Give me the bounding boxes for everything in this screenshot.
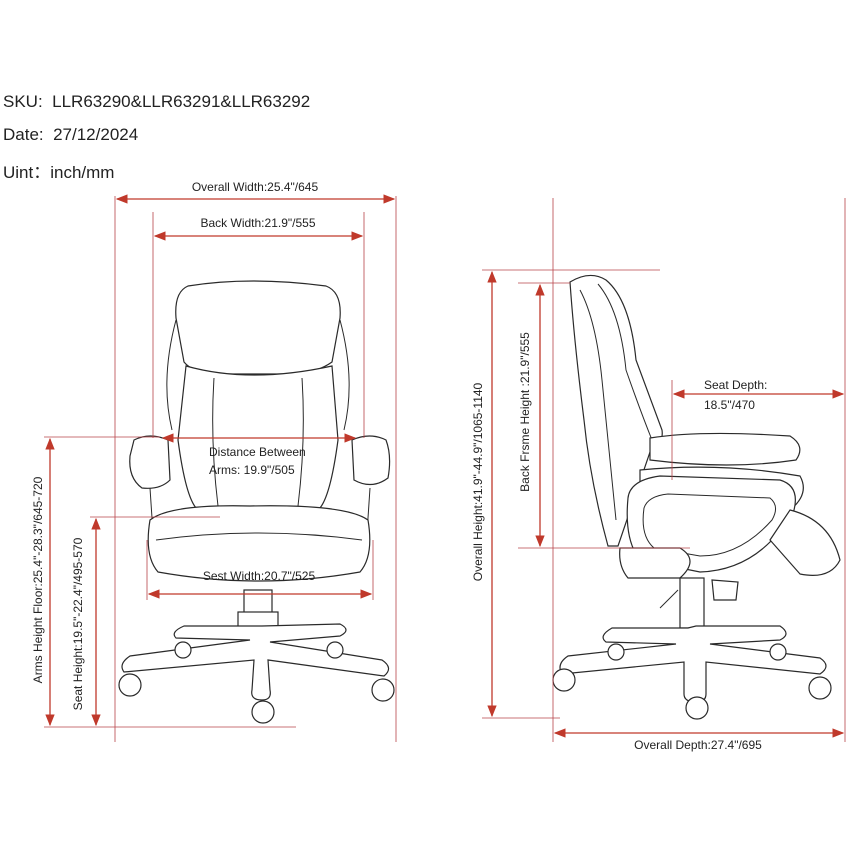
unit-value: inch/mm — [50, 163, 115, 182]
front-dimensions: Overall Width:25.4"/645 Back Width:21.9"… — [31, 180, 397, 742]
arm-distance-label-1: Distance Between — [209, 445, 306, 459]
overall-depth-label: Overall Depth:27.4"/695 — [634, 738, 762, 752]
arms-height-label: Arms Height Floor:25.4"-28.3"/645-720 — [31, 476, 45, 683]
side-caster — [552, 668, 576, 692]
overall-width-label: Overall Width:25.4"/645 — [192, 180, 319, 194]
seat-depth-label-1: Seat Depth: — [704, 378, 767, 392]
arm-distance-label-2: Arms: 19.9"/505 — [209, 463, 295, 477]
back-width-label: Back Width:21.9"/555 — [201, 216, 316, 230]
seat-height-label: Seat Height:19.5"-22.4"/495-570 — [71, 537, 85, 710]
side-dimensions: Overall Height:41.9"-44.9"/1065-1140 Bac… — [471, 198, 846, 752]
side-seat — [649, 432, 801, 466]
date-label: Date: — [3, 125, 44, 144]
front-backrest — [175, 280, 341, 375]
date-value: 27/12/2024 — [53, 125, 139, 144]
front-seat — [147, 505, 371, 582]
back-frame-height-label: Back Frsme Height :21.9"/555 — [518, 332, 532, 492]
front-view-chair — [118, 280, 395, 724]
sku-label: SKU: — [3, 92, 43, 111]
overall-height-label: Overall Height:41.9"-44.9"/1065-1140 — [471, 382, 485, 581]
side-gas-column — [679, 577, 705, 629]
unit-label: Uint： — [3, 163, 51, 182]
unit-line: Uint：inch/mm — [3, 158, 114, 183]
seat-depth-label-2: 18.5"/470 — [704, 398, 755, 412]
front-caster — [118, 673, 142, 697]
front-base — [121, 623, 390, 701]
front-left-armrest — [129, 435, 171, 489]
date-line: Date: 27/12/2024 — [3, 125, 138, 145]
side-base — [559, 625, 827, 703]
sku-value: LLR63290&LLR63291&LLR63292 — [52, 92, 311, 111]
front-right-armrest — [351, 435, 391, 486]
seat-width-label: Sest Width:20.7"/525 — [203, 569, 316, 583]
side-view-chair — [552, 274, 841, 720]
sku-line: SKU: LLR63290&LLR63291&LLR63292 — [3, 92, 310, 112]
